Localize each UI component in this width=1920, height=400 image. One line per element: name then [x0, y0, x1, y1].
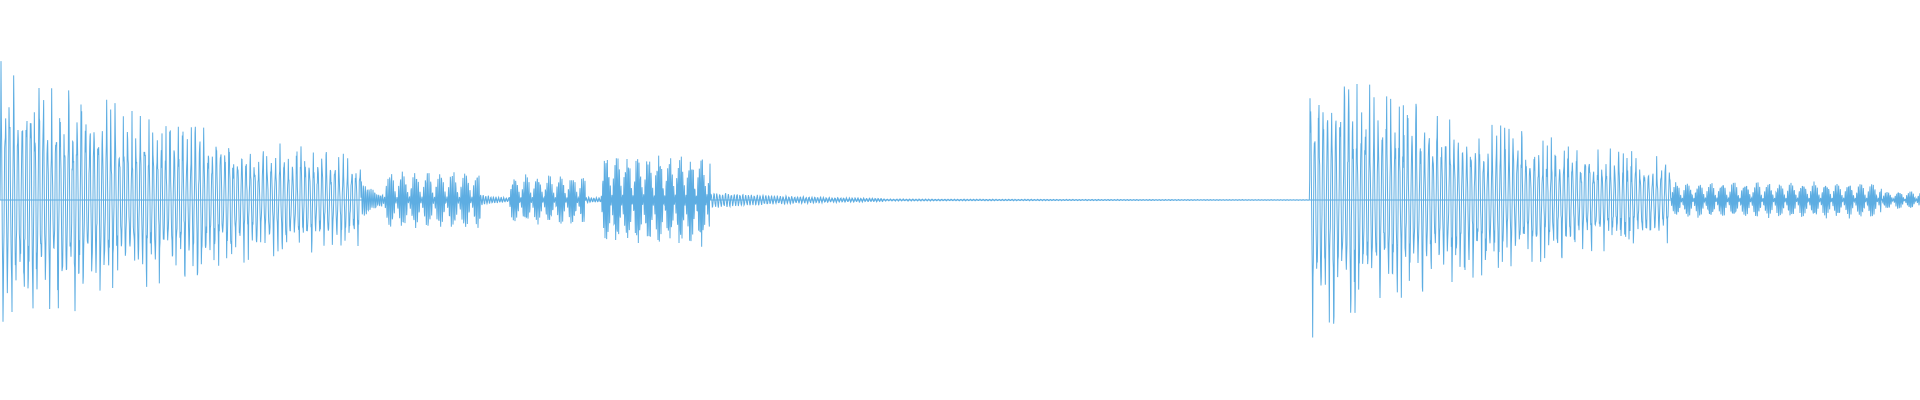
waveform-trace [0, 61, 1920, 338]
